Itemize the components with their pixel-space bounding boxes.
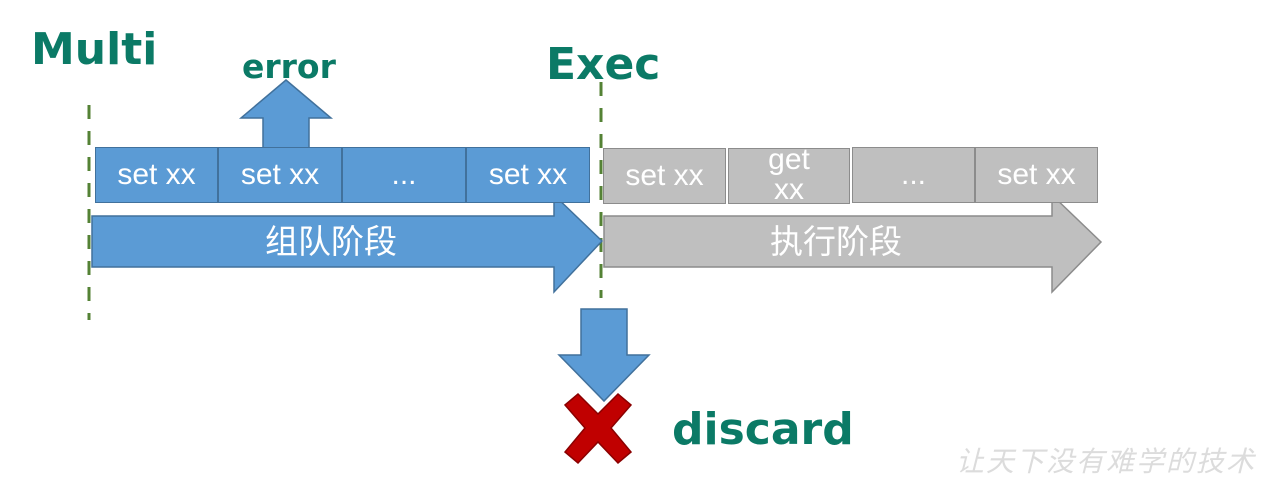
queue-phase-arrow xyxy=(91,193,604,294)
queue-command-label: set xx xyxy=(240,158,320,191)
multi-title: Multi xyxy=(31,24,158,75)
queue-phase-label: 组队阶段 xyxy=(265,222,397,261)
down-arrow-icon xyxy=(557,308,651,403)
exec-command-box: get xx xyxy=(728,143,850,206)
queue-command-label: set xx xyxy=(117,158,196,191)
queue-command-box: set xx xyxy=(218,147,342,203)
exec-command-label: set xx xyxy=(997,158,1076,191)
exec-command-label: get xx xyxy=(768,143,810,206)
exec-command-label: set xx xyxy=(625,159,704,192)
queue-command-box: set xx xyxy=(95,147,218,203)
exec-command-box: ... xyxy=(852,147,975,203)
exec-title: Exec xyxy=(546,39,661,90)
queue-command-label: ... xyxy=(391,158,417,191)
exec-phase-label: 执行阶段 xyxy=(770,222,902,261)
error-label: error xyxy=(242,47,336,86)
queue-command-label: set xx xyxy=(488,158,568,191)
exec-command-box: set xx xyxy=(975,147,1098,203)
queue-command-box: ... xyxy=(342,147,466,203)
queue-command-box: set xx xyxy=(466,147,590,203)
exec-command-box: set xx xyxy=(603,148,726,204)
discard-label: discard xyxy=(672,404,854,455)
exec-phase-arrow xyxy=(603,193,1103,294)
cross-icon xyxy=(563,392,633,465)
watermark: 让天下没有难学的技术 xyxy=(955,445,1256,478)
exec-command-label: ... xyxy=(900,158,926,191)
up-arrow-icon xyxy=(238,79,334,156)
